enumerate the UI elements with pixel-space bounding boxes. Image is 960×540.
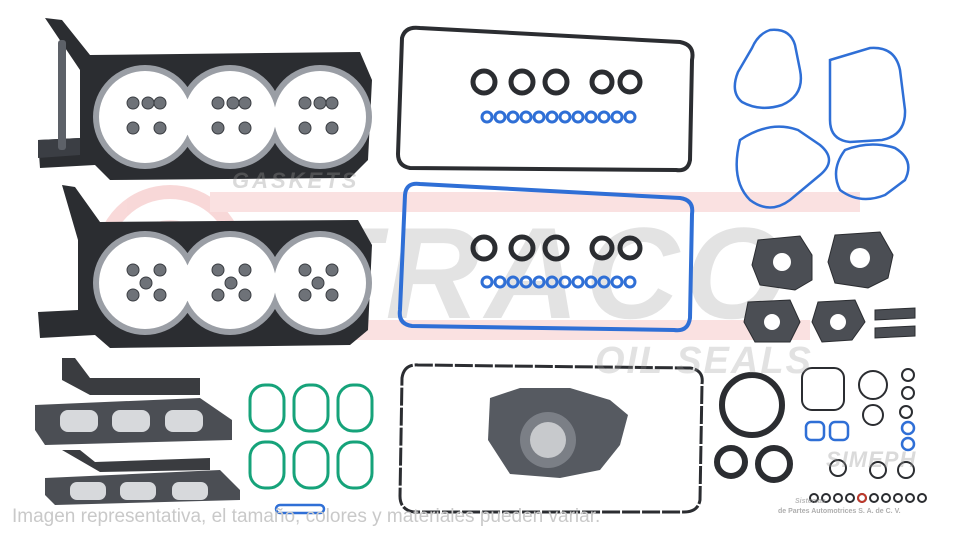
coolant-gaskets-blue	[733, 28, 910, 209]
valve-cover-gasket-blue	[397, 181, 695, 333]
spark-plug-tube-seals-bottom	[470, 234, 643, 262]
rear-main-seal	[719, 372, 785, 438]
head-gasket-bottom	[38, 185, 372, 348]
o-rings-row-top	[480, 110, 637, 124]
valve-cover-gasket-black	[395, 25, 695, 173]
valve-stem-seals-bottom	[126, 263, 339, 302]
assorted-o-rings	[801, 367, 927, 503]
spark-plug-tube-seals-top	[470, 68, 643, 96]
brand-watermark-text: TRACO	[300, 200, 792, 346]
timing-cover-gasket	[488, 388, 628, 478]
red-o-ring	[857, 493, 867, 503]
small-blue-seal	[274, 503, 326, 515]
head-gasket-top	[38, 18, 372, 180]
valve-stem-seals-top	[126, 96, 339, 135]
intake-gasket-seals-green	[248, 383, 374, 490]
oil-pan-gasket	[398, 363, 704, 514]
o-rings-row-bottom	[480, 275, 637, 289]
front-crank-seals	[714, 445, 793, 483]
exhaust-manifold-gaskets	[35, 358, 240, 505]
disclaimer-text: Imagen representativa, el tamaño, colore…	[12, 506, 601, 527]
assorted-blue-seals	[804, 420, 916, 452]
